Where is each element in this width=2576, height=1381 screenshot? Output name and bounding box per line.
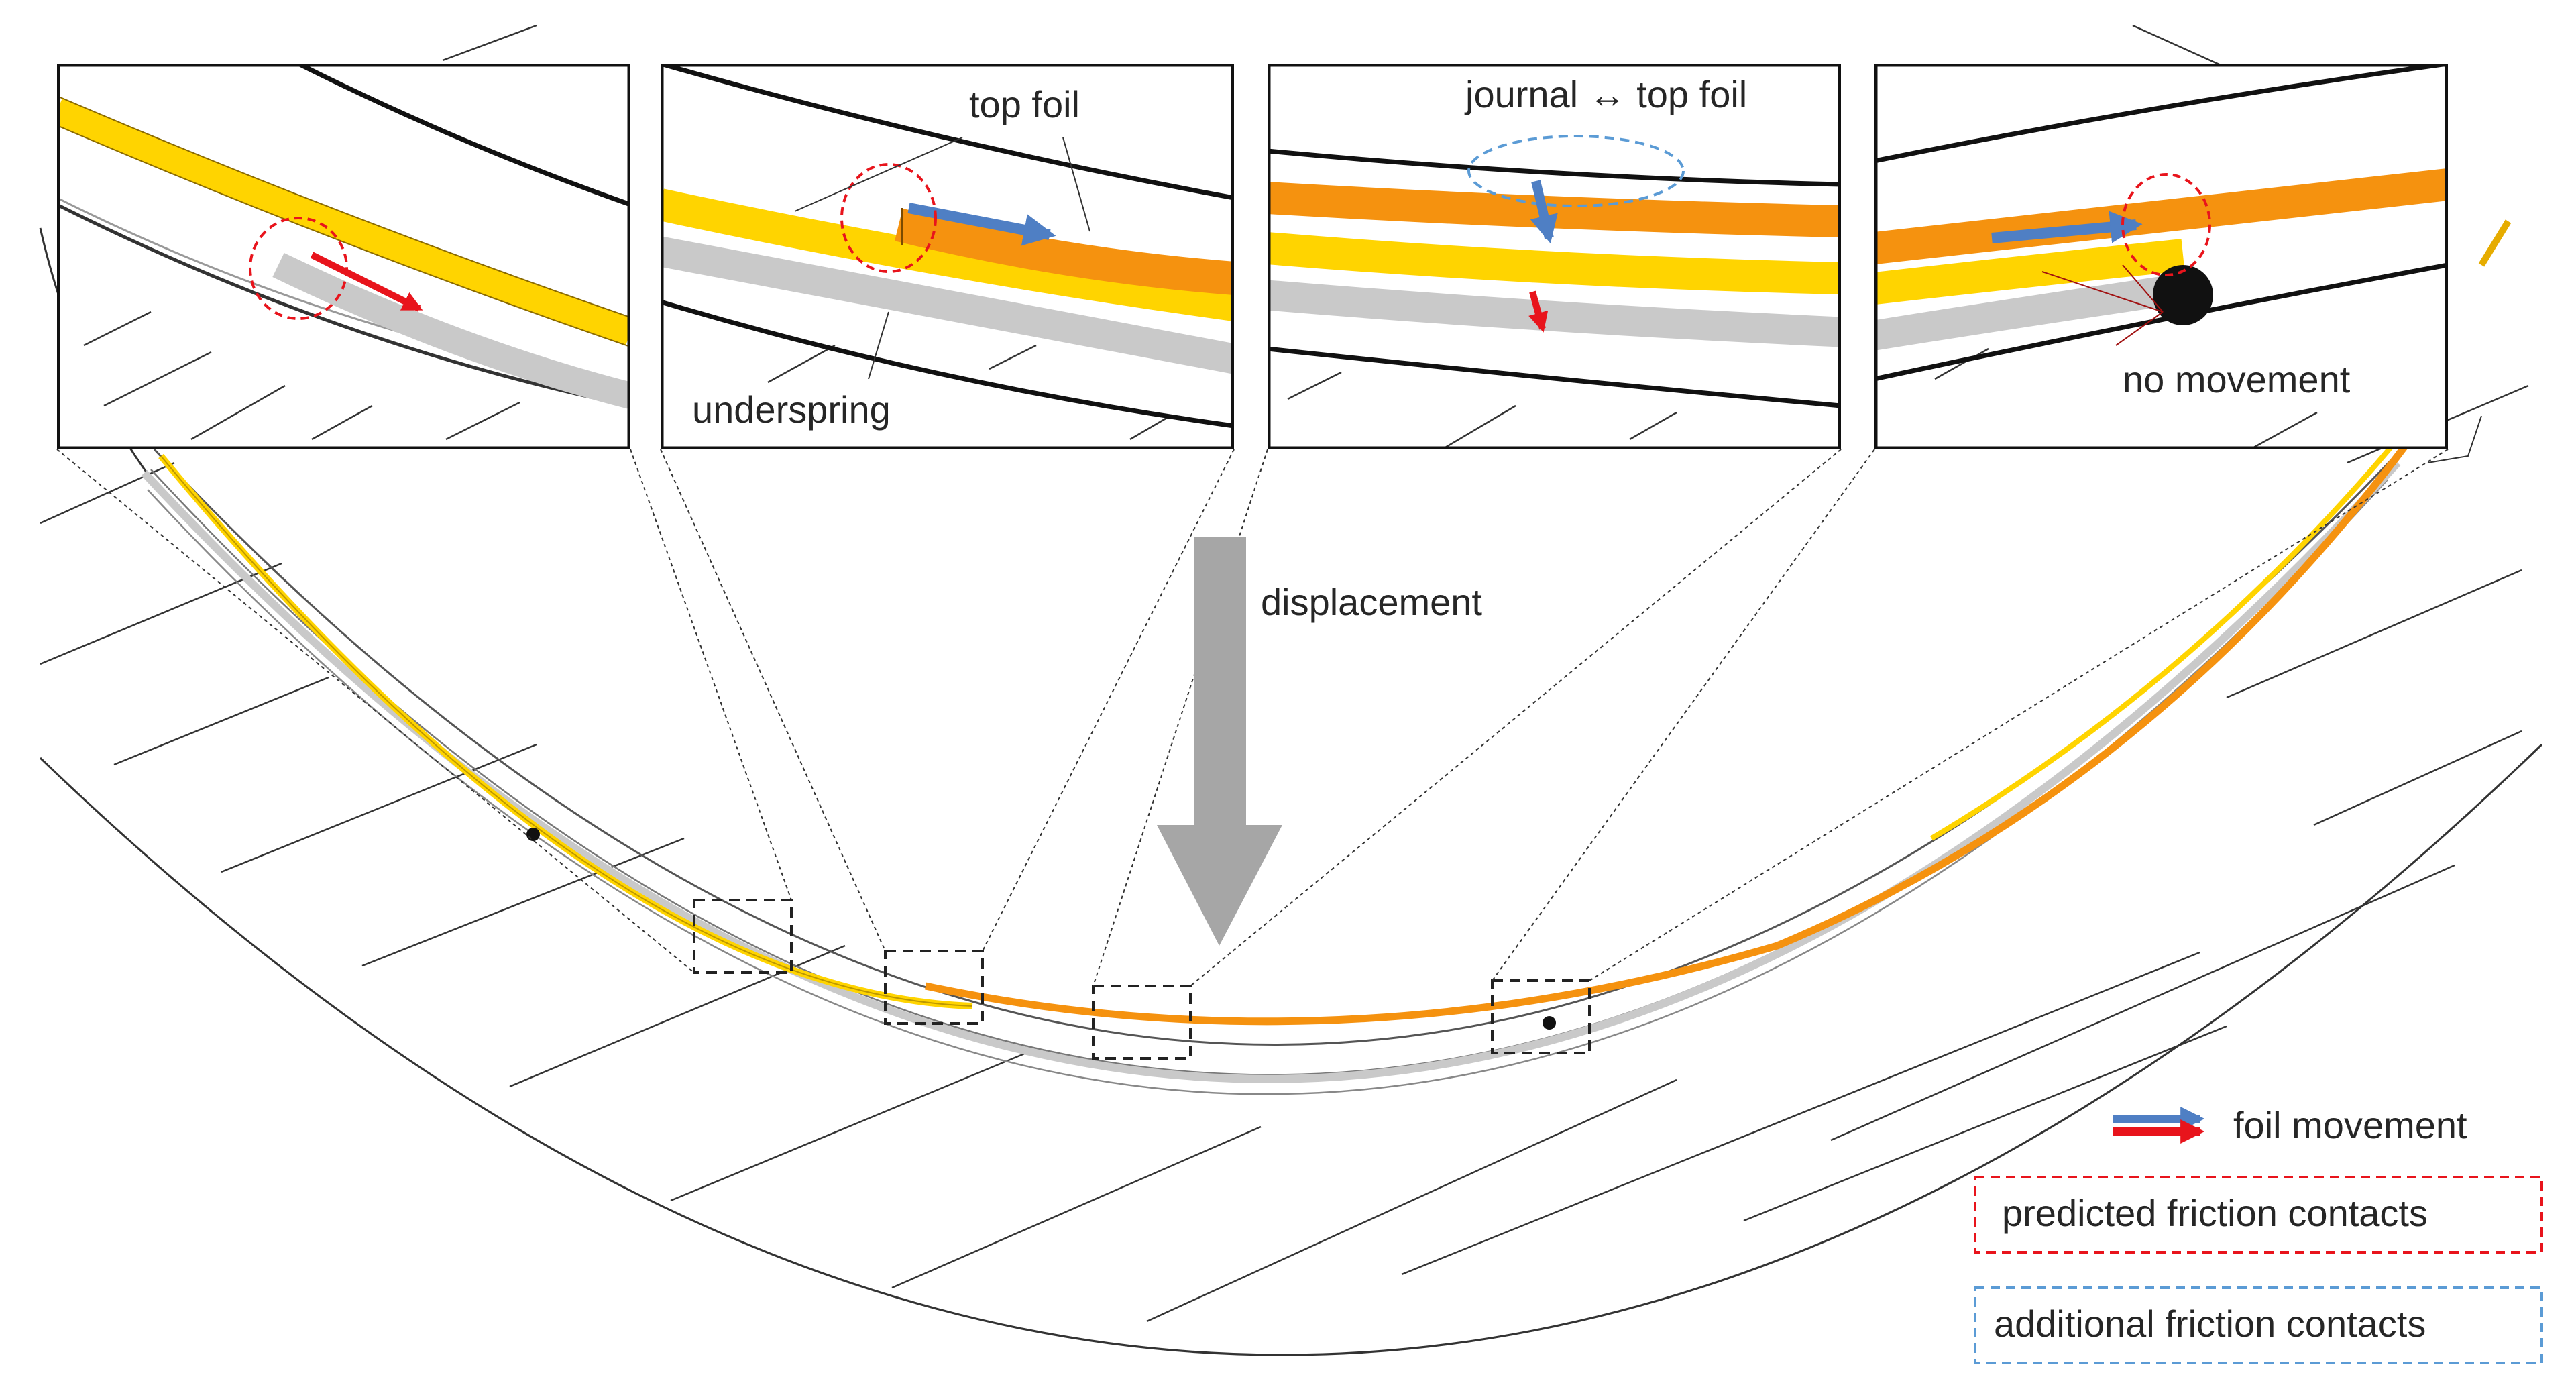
inset-panel-2 bbox=[661, 64, 1234, 449]
housing-corner-right bbox=[2427, 415, 2482, 463]
underspring-label: underspring bbox=[692, 388, 891, 431]
detail-marker-3 bbox=[1092, 985, 1192, 1060]
zoom-connectors bbox=[56, 449, 2449, 987]
legend-predicted-box bbox=[1974, 1176, 2543, 1254]
weld-point-left bbox=[526, 828, 540, 841]
housing-outer-arc bbox=[39, 743, 2543, 1356]
detail-markers bbox=[693, 899, 1591, 1060]
foil-arcs bbox=[141, 219, 2512, 1095]
displacement-label: displacement bbox=[1261, 581, 1482, 623]
legend-additional-friction: additional friction contacts bbox=[1994, 1303, 2426, 1345]
legend-foil-movement: foil movement bbox=[2233, 1104, 2467, 1146]
legend-predicted-friction: predicted friction contacts bbox=[2002, 1192, 2428, 1234]
housing-hatching bbox=[40, 384, 2529, 1323]
top-foil-label: top foil bbox=[969, 83, 1080, 125]
detail-marker-2 bbox=[884, 950, 984, 1025]
inset-panel-4 bbox=[1874, 64, 2448, 449]
displacement-arrow bbox=[1157, 537, 1282, 946]
bearing-housing bbox=[39, 24, 2543, 1356]
detail-marker-1 bbox=[693, 899, 793, 974]
inset-panel-3 bbox=[1268, 64, 1841, 449]
fixed-point-icon bbox=[2153, 265, 2213, 325]
underspring-arc bbox=[141, 459, 2401, 1083]
journal-top-foil-label: journal ↔ top foil bbox=[1464, 73, 1747, 115]
detail-marker-4 bbox=[1491, 979, 1591, 1054]
legend: foil movement predicted friction contact… bbox=[1974, 1104, 2543, 1364]
top-foil-arc-orange bbox=[924, 440, 2411, 1026]
inset-panel-1 bbox=[57, 64, 630, 449]
legend-additional-box bbox=[1974, 1286, 2543, 1364]
weld-point-right bbox=[1543, 1016, 1556, 1030]
top-foil-arc-yellow bbox=[158, 453, 973, 1009]
no-movement-label: no movement bbox=[2123, 358, 2351, 400]
double-arrow-icon bbox=[2113, 1107, 2205, 1144]
housing-top-left-edge bbox=[442, 24, 537, 62]
